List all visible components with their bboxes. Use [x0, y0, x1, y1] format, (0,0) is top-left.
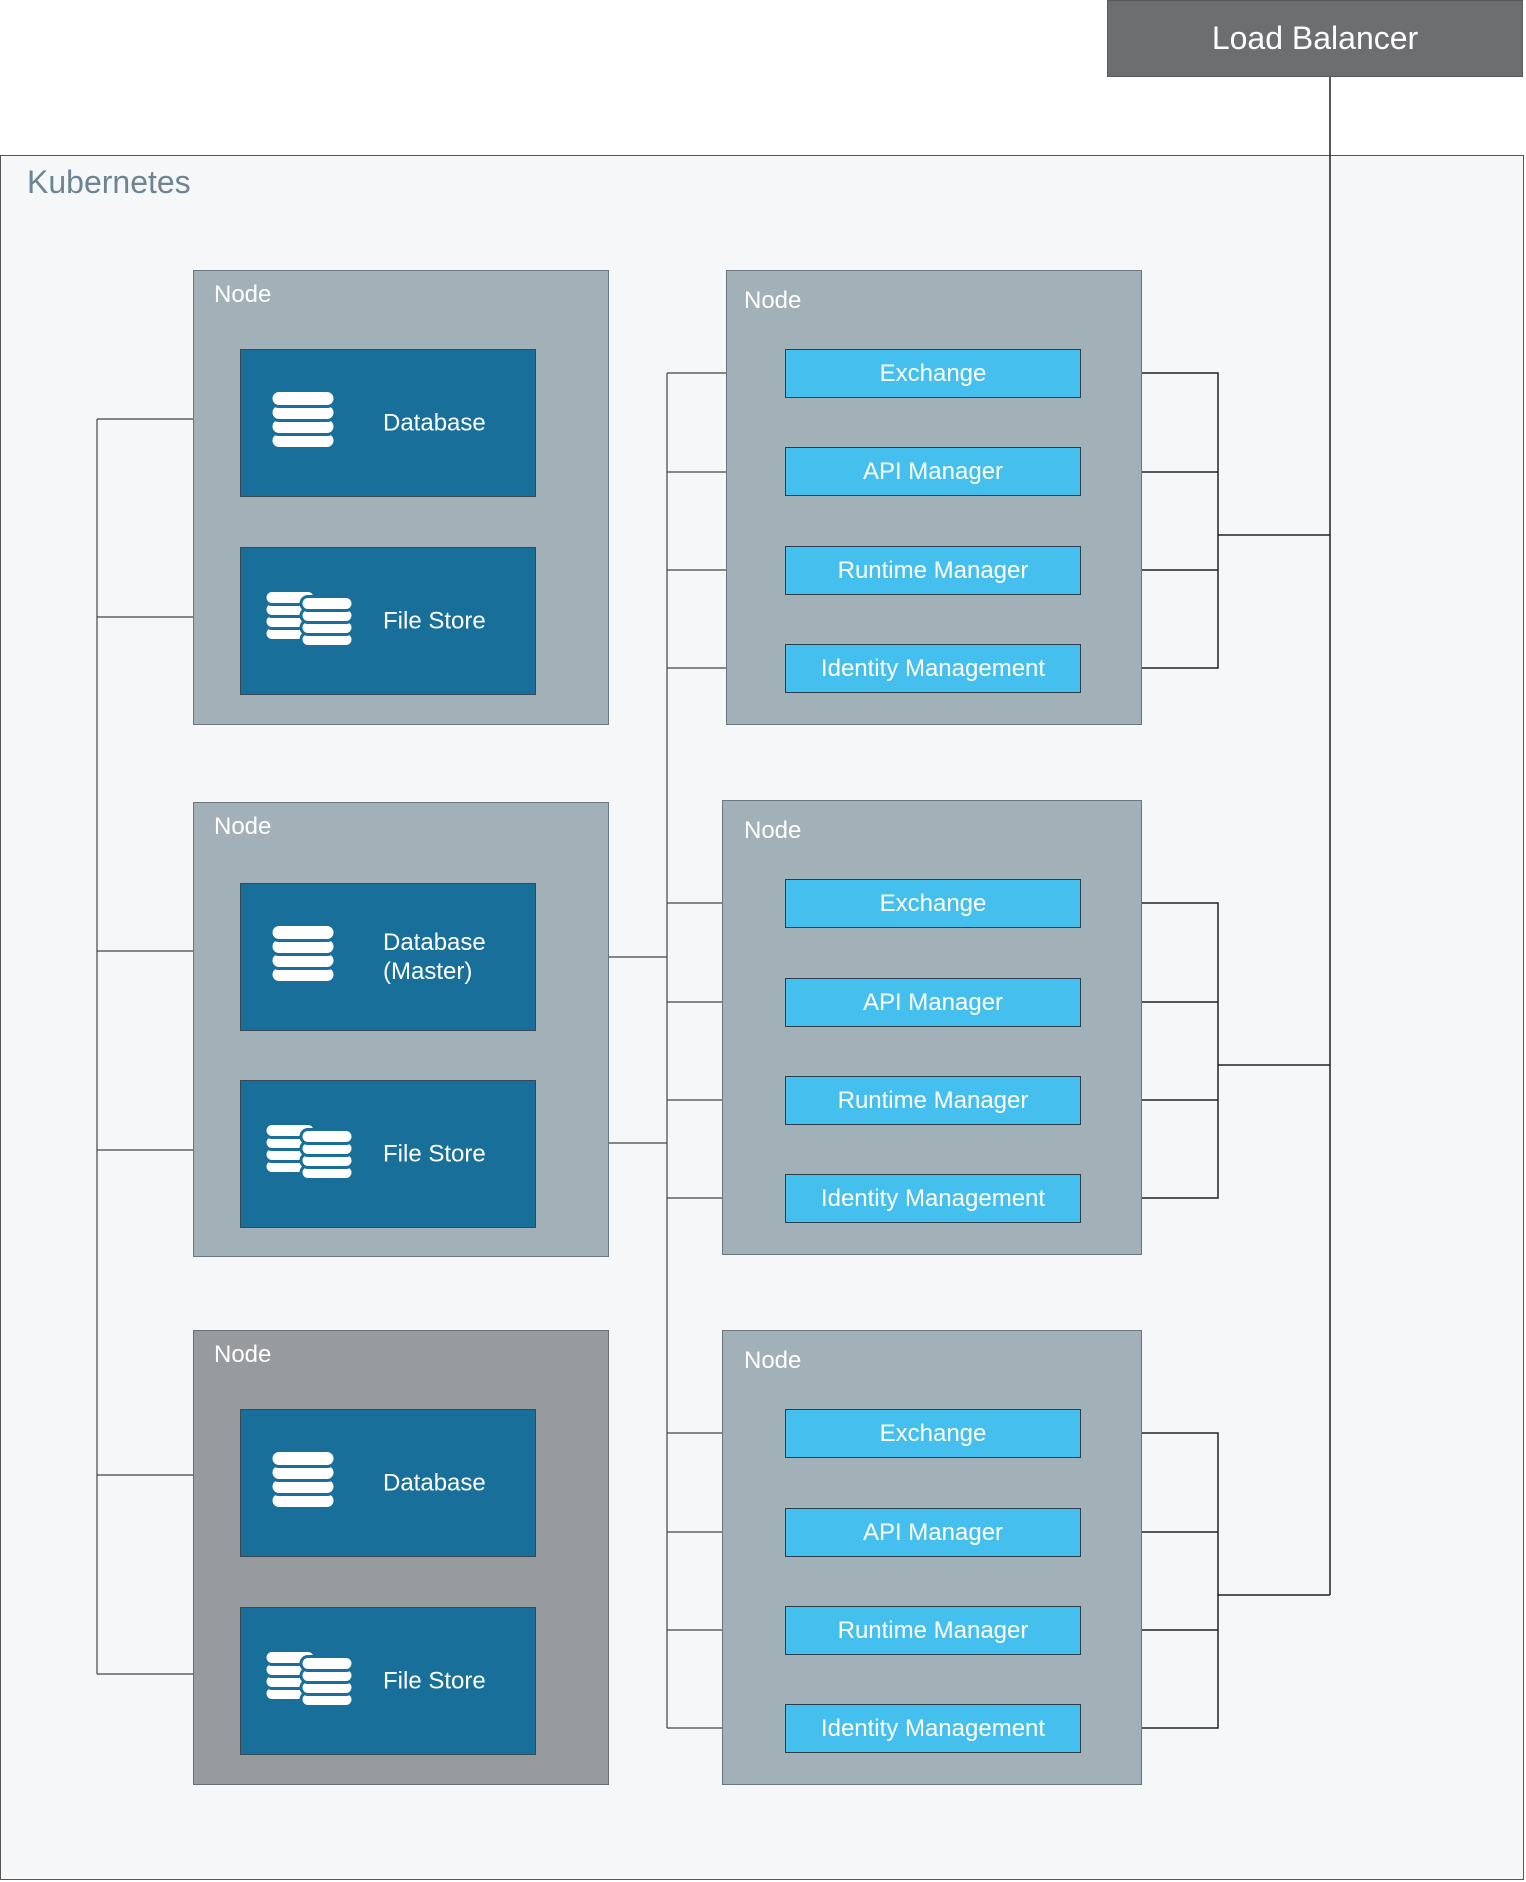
service-exchange[interactable]: Exchange [785, 1409, 1081, 1458]
database-stack-icon [269, 1445, 337, 1522]
service-runtime-manager[interactable]: Runtime Manager [785, 1606, 1081, 1655]
data-node-2[interactable]: Node Database (Master) File Store [193, 802, 609, 1257]
file-store-block[interactable]: File Store [240, 1080, 536, 1228]
data-node-3[interactable]: Node Database File Store [193, 1330, 609, 1785]
data-node-1[interactable]: Node Database File Store [193, 270, 609, 725]
database-label: Database [383, 409, 486, 437]
service-identity-management[interactable]: Identity Management [785, 1704, 1081, 1753]
file-store-label: File Store [383, 607, 486, 635]
service-exchange[interactable]: Exchange [785, 879, 1081, 928]
cluster-label: Kubernetes [27, 164, 191, 200]
node-label: Node [214, 1341, 272, 1368]
database-block[interactable]: Database [240, 1409, 536, 1557]
service-api-manager[interactable]: API Manager [785, 447, 1081, 496]
node-label: Node [744, 1347, 802, 1374]
service-identity-management[interactable]: Identity Management [785, 1174, 1081, 1223]
node-label: Node [214, 813, 272, 840]
double-stack-icon [263, 1120, 355, 1189]
service-exchange[interactable]: Exchange [785, 349, 1081, 398]
database-master-block[interactable]: Database (Master) [240, 883, 536, 1031]
service-runtime-manager[interactable]: Runtime Manager [785, 546, 1081, 595]
node-label: Node [744, 287, 802, 314]
service-api-manager[interactable]: API Manager [785, 1508, 1081, 1557]
file-store-block[interactable]: File Store [240, 1607, 536, 1755]
database-label: Database [383, 1469, 486, 1497]
database-label: Database (Master) [383, 929, 486, 985]
file-store-label: File Store [383, 1140, 486, 1168]
database-stack-icon [269, 385, 337, 462]
database-block[interactable]: Database [240, 349, 536, 497]
load-balancer[interactable]: Load Balancer [1107, 0, 1523, 77]
service-runtime-manager[interactable]: Runtime Manager [785, 1076, 1081, 1125]
service-identity-management[interactable]: Identity Management [785, 644, 1081, 693]
node-label: Node [744, 817, 802, 844]
lb-branch-lines [1218, 534, 1330, 1596]
file-store-label: File Store [383, 1667, 486, 1695]
data-bus-branches [97, 418, 240, 1675]
double-stack-icon [263, 1647, 355, 1716]
node-label: Node [214, 281, 272, 308]
service-api-manager[interactable]: API Manager [785, 978, 1081, 1027]
double-stack-icon [263, 587, 355, 656]
database-stack-icon [269, 919, 337, 996]
load-balancer-label: Load Balancer [1211, 20, 1419, 56]
file-store-block[interactable]: File Store [240, 547, 536, 695]
